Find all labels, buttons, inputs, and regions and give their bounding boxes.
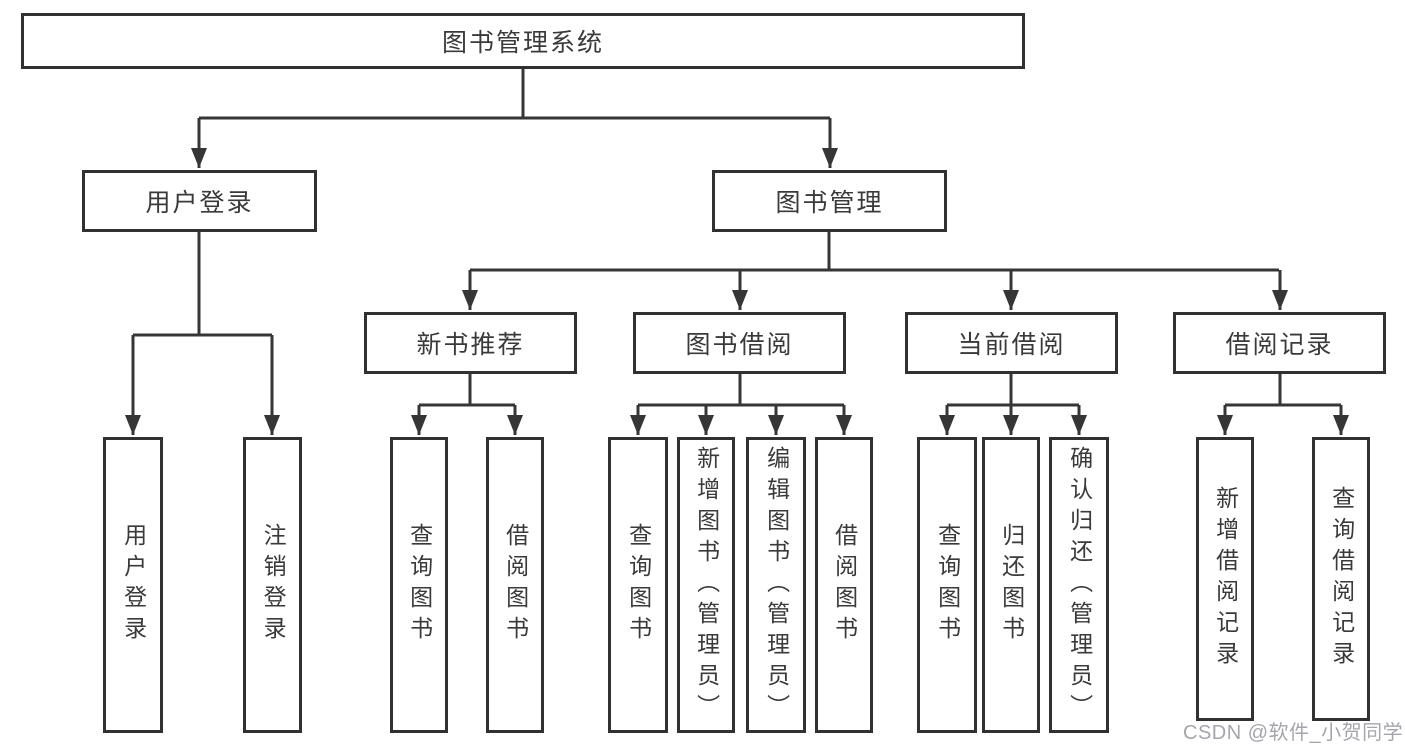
node-label: 查询图书 bbox=[406, 523, 433, 647]
node-label: 查询借阅记录 bbox=[1328, 486, 1355, 672]
node-label: 图书管理系统 bbox=[441, 29, 604, 57]
node-label: 借阅图书 bbox=[502, 523, 529, 647]
leaf-query-books-borrowing: 查询图书 bbox=[608, 437, 668, 733]
node-book-management: 图书管理 bbox=[712, 170, 947, 232]
node-label: 当前借阅 bbox=[957, 331, 1066, 359]
node-label: 新增图书（管理员） bbox=[693, 445, 720, 725]
leaf-user-login: 用户登录 bbox=[103, 437, 163, 733]
node-book-borrowing: 图书借阅 bbox=[633, 312, 846, 374]
leaf-query-books-current: 查询图书 bbox=[917, 437, 977, 733]
node-label: 用户登录 bbox=[145, 189, 254, 217]
leaf-confirm-return-admin: 确认归还（管理员） bbox=[1049, 437, 1109, 733]
node-label: 确认归还（管理员） bbox=[1066, 445, 1093, 725]
leaf-return-book: 归还图书 bbox=[982, 437, 1040, 733]
leaf-borrow-books-recommend: 借阅图书 bbox=[486, 437, 544, 733]
node-label: 新书推荐 bbox=[416, 331, 525, 359]
leaf-edit-book-admin: 编辑图书（管理员） bbox=[746, 437, 806, 733]
node-label: 图书借阅 bbox=[685, 331, 794, 359]
node-library-management-system: 图书管理系统 bbox=[21, 13, 1025, 69]
node-label: 查询图书 bbox=[625, 523, 652, 647]
node-new-book-recommendation: 新书推荐 bbox=[364, 312, 577, 374]
node-current-borrowing: 当前借阅 bbox=[905, 312, 1118, 374]
node-label: 用户登录 bbox=[120, 523, 147, 647]
node-label: 编辑图书（管理员） bbox=[763, 445, 790, 725]
node-label: 查询图书 bbox=[934, 523, 961, 647]
leaf-add-borrow-record: 新增借阅记录 bbox=[1196, 437, 1254, 721]
node-label: 图书管理 bbox=[775, 189, 884, 217]
node-label: 归还图书 bbox=[998, 523, 1025, 647]
node-label: 新增借阅记录 bbox=[1212, 486, 1239, 672]
node-label: 借阅图书 bbox=[831, 523, 858, 647]
node-label: 注销登录 bbox=[260, 523, 287, 647]
node-borrowing-records: 借阅记录 bbox=[1173, 312, 1386, 374]
leaf-borrow-books-borrowing: 借阅图书 bbox=[815, 437, 873, 733]
csdn-watermark: CSDN @软件_小贺同学 bbox=[1183, 722, 1404, 744]
leaf-add-book-admin: 新增图书（管理员） bbox=[677, 437, 735, 733]
leaf-query-borrow-record: 查询借阅记录 bbox=[1312, 437, 1370, 721]
node-label: 借阅记录 bbox=[1225, 331, 1334, 359]
leaf-logout: 注销登录 bbox=[243, 437, 302, 733]
node-user-login: 用户登录 bbox=[82, 170, 317, 232]
leaf-query-books-recommend: 查询图书 bbox=[390, 437, 448, 733]
